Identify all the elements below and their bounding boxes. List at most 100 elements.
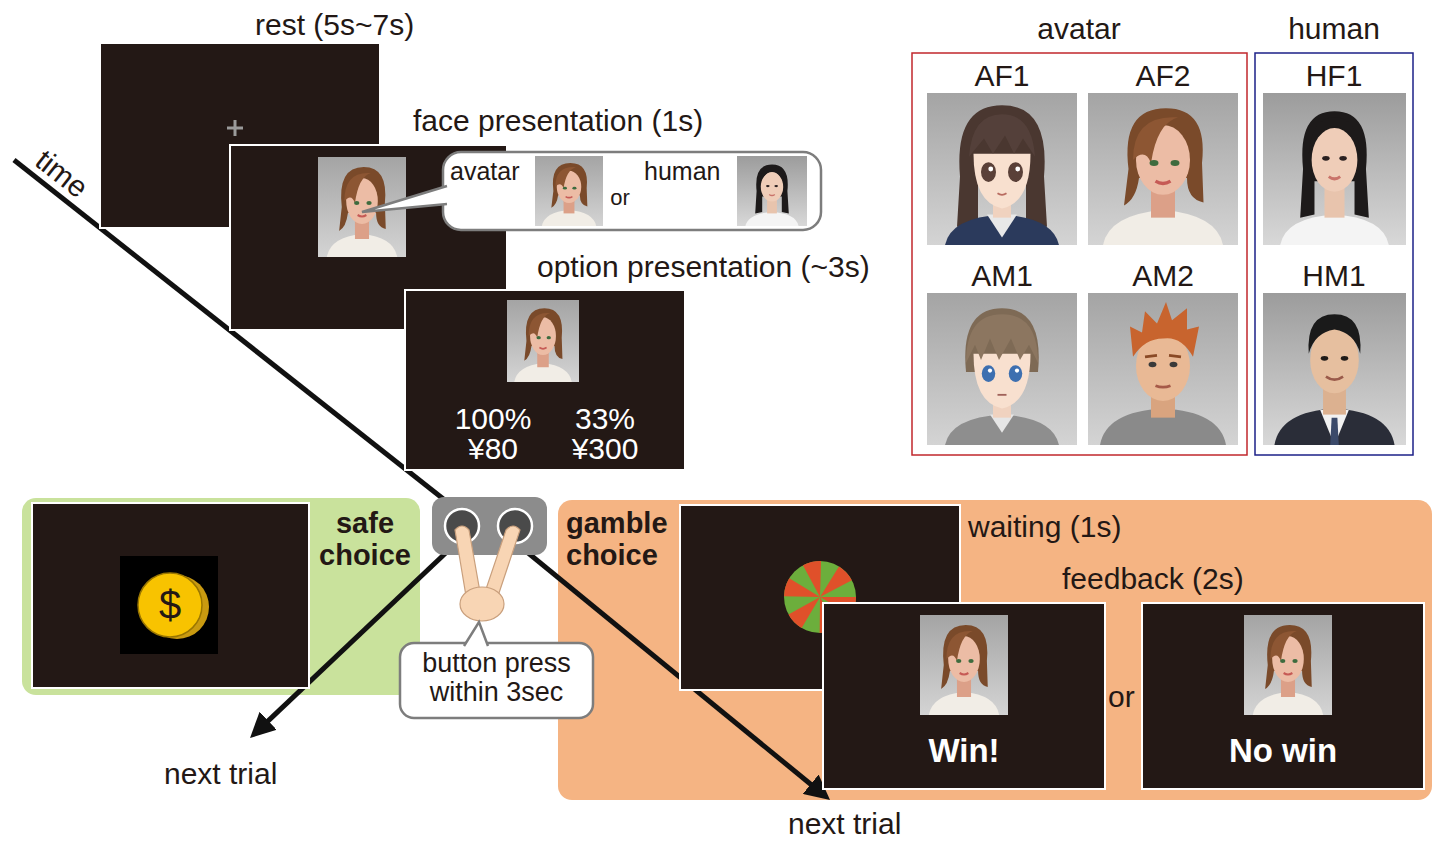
avatar-face [1088,293,1238,445]
safe-panel [22,498,420,695]
fixation-cross [227,120,243,136]
portrait: AM1 [927,293,1077,445]
node-label: AF2 [1135,59,1190,92]
text-holder: Win! [823,733,1105,769]
avatar-face [927,93,1077,245]
coin [138,573,202,637]
text-holder: human [644,158,734,186]
node-label: button press within 3sec [400,649,593,707]
rest-screen: rest (5s~7s) [100,43,380,228]
human-face [1263,93,1406,245]
text-holder: $ [138,583,202,627]
text-holder: waiting (1s) [968,510,1168,543]
node-label: HF1 [1306,59,1363,92]
option-screen [405,290,685,470]
button-pad [432,497,547,555]
speech-tail [464,622,488,646]
node-label: AM2 [1132,259,1194,292]
text-holder: human [1274,12,1394,45]
node-label: rest (5s~7s) [255,8,414,41]
node-text: 100% ¥80 [443,404,543,464]
text-holder: HM1 [1284,259,1384,292]
option-screen: option presentation (~3s)100% ¥8033% ¥30… [405,290,685,470]
text-holder: HF1 [1284,59,1384,92]
text-holder: avatar [1019,12,1139,45]
waiting-screen: waiting (1s) [680,505,960,690]
text-holder: AM1 [952,259,1052,292]
text-holder: or [604,186,636,210]
callout-bubble [443,152,821,230]
portrait: AF2 [1088,93,1238,245]
avatar-face [920,615,1008,715]
node-label: option presentation (~3s) [537,250,870,283]
human-face [737,156,807,226]
node-label: avatar [1037,12,1120,45]
label-holder: or [1108,680,1135,713]
node-label: human [1288,12,1380,45]
speech-bubble: button press within 3sec [400,643,593,718]
label-holder: next trial [164,757,277,790]
text-holder: button press within 3sec [400,649,593,707]
node-label: avatar [450,158,519,186]
text-holder: feedback (2s) [1062,562,1282,595]
node-label: gamble choice [566,508,678,572]
text-holder: 100% ¥80 [443,404,543,464]
node-label: safe choice [310,508,420,572]
node-text: or [610,186,630,210]
safe-panel: safe choice $ [22,498,420,695]
no-win-screen [1142,603,1424,789]
text-holder: safe choice [310,508,420,572]
node-label: $ [159,583,181,627]
avatar-face [507,300,579,382]
flow-label: or [1108,680,1135,713]
label-holder: time [30,143,95,204]
avatar-face [927,293,1077,445]
win-screen: feedback (2s)Win! [823,603,1105,789]
coin: $ [138,573,202,637]
avatar-group-box [912,53,1247,455]
text-holder: AF2 [1113,59,1213,92]
hand [460,587,504,621]
label-holder: next trial [788,807,901,840]
portrait: HM1 [1263,293,1406,445]
finger [455,526,480,596]
flow-label: next trial [164,757,277,790]
win-screen [823,603,1105,789]
flow-label: next trial [788,807,901,840]
portrait: AF1 [927,93,1077,245]
portrait: HF1 [1263,93,1406,245]
no-win-screen: No win [1142,603,1424,789]
text-holder: 33% ¥300 [555,404,655,464]
gamble-panel: gamble choicewaiting (1s)feedback (2s)Wi… [558,500,1432,800]
text-holder: face presentation (1s) [413,104,743,137]
avatar-group: avatarAF1AF2AM1AM2 [912,53,1247,455]
safe-screen [32,503,309,688]
text-holder: avatar [450,158,534,186]
coin-ground [120,556,218,654]
node-text: 33% ¥300 [555,404,655,464]
human-group: humanHF1HM1 [1255,53,1413,455]
avatar-face [535,156,603,226]
node-label: waiting (1s) [968,510,1121,543]
callout-tail [362,186,447,212]
human-face [1263,293,1406,445]
gamble-panel [558,500,1432,800]
text-holder: No win [1142,733,1424,769]
node-label: No win [1229,733,1337,769]
finger [485,526,520,596]
node-label: face presentation (1s) [413,104,703,137]
speech-bubble [400,643,593,718]
node-text: Win! [928,733,999,769]
text-holder: option presentation (~3s) [537,250,917,283]
callout-bubble: avatar orhuman [443,152,821,230]
node-text: human [644,158,720,186]
node-label: HM1 [1302,259,1365,292]
text-holder: AF1 [952,59,1052,92]
avatar-face [1244,615,1332,715]
portrait: AM2 [1088,293,1238,445]
node-label: AM1 [971,259,1033,292]
text-holder: gamble choice [566,508,678,572]
node-label: AF1 [974,59,1029,92]
avatar-face [1088,93,1238,245]
